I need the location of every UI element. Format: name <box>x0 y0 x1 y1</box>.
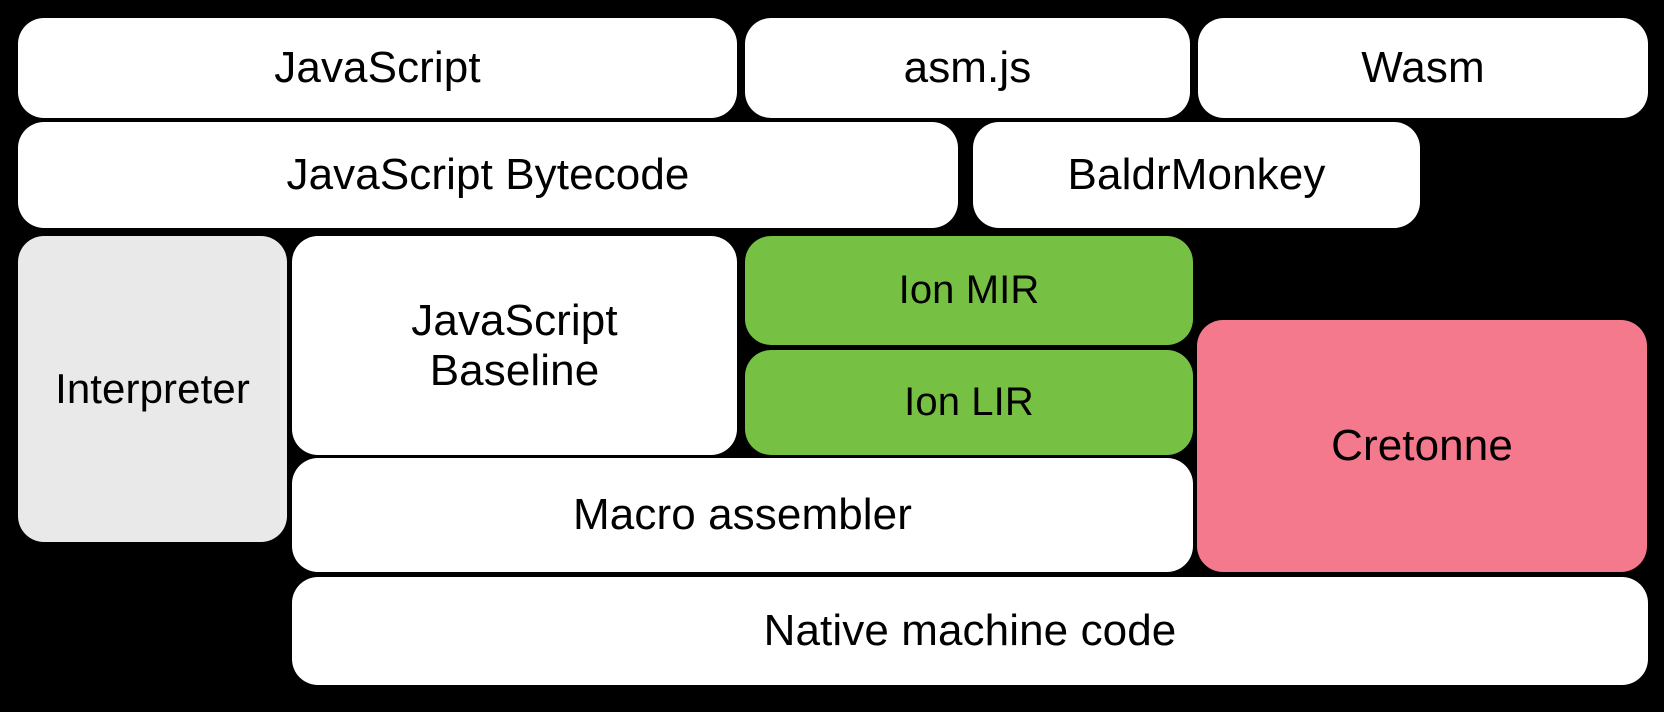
node-cretonne[interactable]: Cretonne <box>1197 320 1647 572</box>
node-ion-mir[interactable]: Ion MIR <box>745 236 1193 345</box>
node-label-javascript-baseline: JavaScript Baseline <box>411 296 618 395</box>
node-javascript-bytecode[interactable]: JavaScript Bytecode <box>18 122 958 228</box>
node-label-interpreter: Interpreter <box>55 365 250 413</box>
node-label-native-machine-code: Native machine code <box>763 606 1177 656</box>
node-baldrmonkey[interactable]: BaldrMonkey <box>973 122 1420 228</box>
node-label-ion-lir: Ion LIR <box>904 380 1034 425</box>
node-interpreter[interactable]: Interpreter <box>18 236 287 542</box>
node-label-wasm: Wasm <box>1361 43 1485 93</box>
node-label-ion-mir: Ion MIR <box>898 268 1040 313</box>
node-ion-lir[interactable]: Ion LIR <box>745 350 1193 455</box>
node-label-baldrmonkey: BaldrMonkey <box>1067 150 1326 200</box>
node-javascript-baseline[interactable]: JavaScript Baseline <box>292 236 737 455</box>
node-macro-assembler[interactable]: Macro assembler <box>292 458 1193 572</box>
node-label-javascript-bytecode: JavaScript Bytecode <box>286 150 690 200</box>
node-label-cretonne: Cretonne <box>1331 421 1513 471</box>
node-wasm[interactable]: Wasm <box>1198 18 1648 118</box>
node-asm-js[interactable]: asm.js <box>745 18 1190 118</box>
node-label-javascript: JavaScript <box>274 43 481 93</box>
node-label-macro-assembler: Macro assembler <box>573 490 912 540</box>
node-javascript[interactable]: JavaScript <box>18 18 737 118</box>
node-native-machine-code[interactable]: Native machine code <box>292 577 1648 685</box>
node-label-asm-js: asm.js <box>903 43 1032 93</box>
